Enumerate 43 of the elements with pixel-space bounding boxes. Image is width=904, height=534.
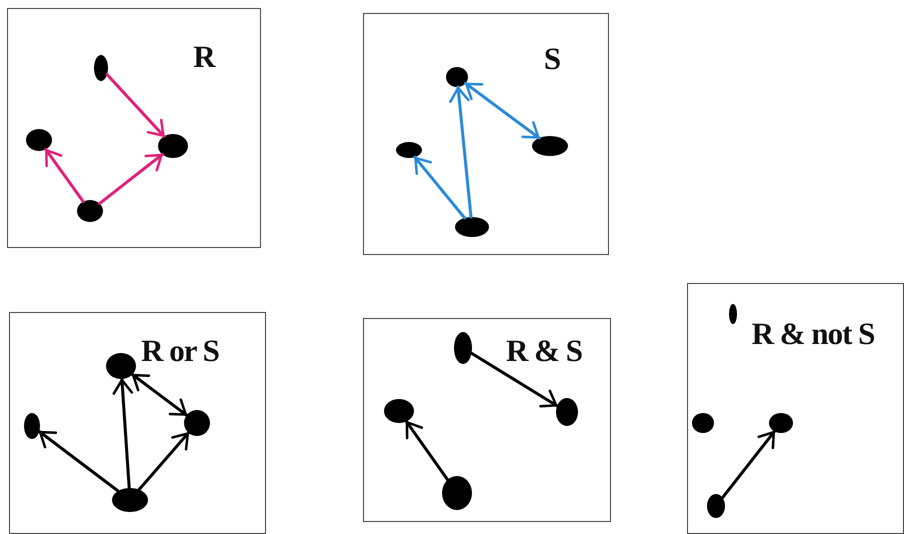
arrow bbox=[404, 420, 450, 482]
vertex-dot bbox=[442, 476, 472, 510]
panel-title: R & S bbox=[506, 335, 582, 366]
vertex-dot bbox=[728, 304, 736, 324]
arrow bbox=[112, 377, 134, 490]
panel-title: R or S bbox=[141, 335, 219, 366]
arrow bbox=[98, 152, 164, 206]
vertex-dot bbox=[454, 216, 488, 236]
vertex-dot bbox=[446, 66, 468, 86]
arrow bbox=[721, 430, 776, 500]
vertex-dot bbox=[454, 332, 472, 364]
vertex-dot bbox=[26, 128, 52, 150]
arrow bbox=[449, 85, 472, 219]
arrow bbox=[464, 82, 541, 140]
arrow bbox=[138, 431, 190, 492]
vertex-dot bbox=[184, 410, 210, 436]
arrow bbox=[44, 148, 85, 204]
vertex-dot bbox=[768, 412, 792, 432]
arrow bbox=[106, 73, 166, 138]
arrow bbox=[470, 352, 559, 408]
diagram-panel bbox=[363, 318, 611, 522]
vertex-dot bbox=[692, 412, 714, 432]
vertex-dot bbox=[384, 398, 414, 422]
vertex-dot bbox=[24, 412, 40, 438]
vertex-dot bbox=[158, 134, 188, 158]
vertex-dot bbox=[94, 54, 108, 80]
diagram-panel bbox=[687, 283, 904, 534]
diagram-panel bbox=[9, 312, 266, 534]
vertex-dot bbox=[76, 200, 102, 222]
panel-title: R bbox=[193, 41, 215, 72]
diagram-panel bbox=[7, 8, 261, 248]
vertex-dot bbox=[112, 488, 148, 512]
panel-title: S bbox=[544, 43, 560, 74]
vertex-dot bbox=[106, 352, 136, 378]
arrow bbox=[130, 373, 188, 417]
arrow bbox=[413, 156, 466, 220]
vertex-dot bbox=[706, 494, 724, 518]
vertex-dot bbox=[396, 142, 422, 158]
arrow bbox=[38, 430, 120, 492]
vertex-dot bbox=[556, 398, 578, 426]
diagram-panel bbox=[363, 13, 609, 255]
panel-title: R & not S bbox=[752, 318, 874, 349]
vertex-dot bbox=[532, 136, 568, 156]
